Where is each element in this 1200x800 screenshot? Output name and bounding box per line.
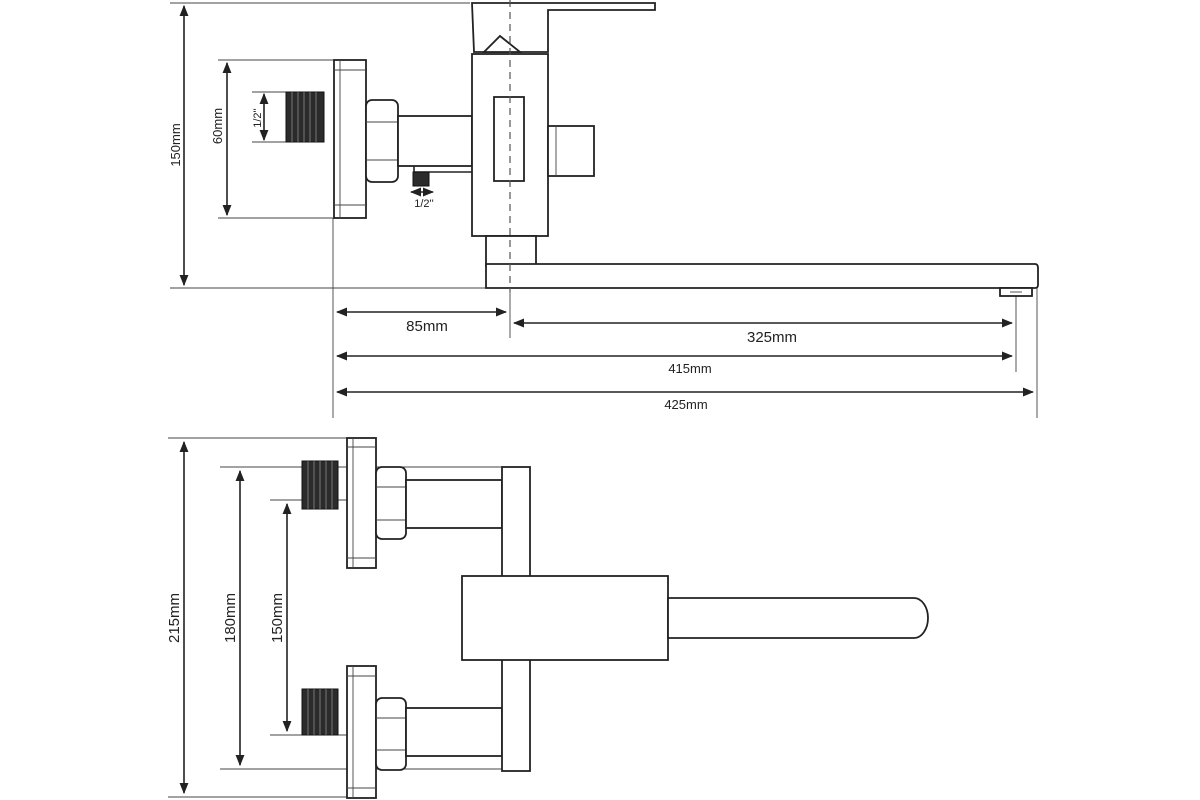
thread-size-label-bottom: 1/2'' — [414, 198, 434, 210]
thread-size-label-top: 1/2'' — [252, 108, 264, 128]
mixer-body-plan — [461, 575, 669, 661]
wall-flange-upper — [346, 437, 377, 569]
inlet-pipe-upper — [405, 479, 503, 529]
dimension-85mm-label: 85mm — [406, 318, 448, 335]
spout — [485, 263, 1039, 289]
diverter-knob — [547, 125, 595, 177]
wall-flange — [333, 59, 367, 219]
dimension-215mm-label: 215mm — [166, 593, 183, 643]
side-view: 150mm 60mm 1/2'' 1/2'' — [168, 0, 1039, 418]
lever-handle — [471, 2, 656, 53]
inlet-pipe-lower — [405, 707, 503, 757]
cartridge-window — [493, 96, 525, 182]
dimension-325mm-label: 325mm — [747, 329, 797, 346]
dimension-60mm-label: 60mm — [210, 108, 225, 144]
spout-plan — [667, 597, 929, 639]
dimension-180mm-label: 180mm — [222, 593, 239, 643]
dimension-415mm-label: 415mm — [668, 361, 711, 376]
dimension-150mm-label: 150mm — [168, 123, 183, 166]
connecting-pipe — [397, 115, 473, 167]
auxiliary-outlet-thread — [412, 171, 430, 187]
hex-nut-upper — [375, 466, 407, 540]
body-neck — [485, 235, 537, 267]
plan-view: 215mm 180mm 150mm — [166, 437, 929, 799]
dimension-150mm-plan-label: 150mm — [269, 593, 286, 643]
hex-nut — [365, 99, 399, 183]
wall-flange-lower — [346, 665, 377, 799]
hex-nut-lower — [375, 697, 407, 771]
dimension-425mm-label: 425mm — [664, 397, 707, 412]
